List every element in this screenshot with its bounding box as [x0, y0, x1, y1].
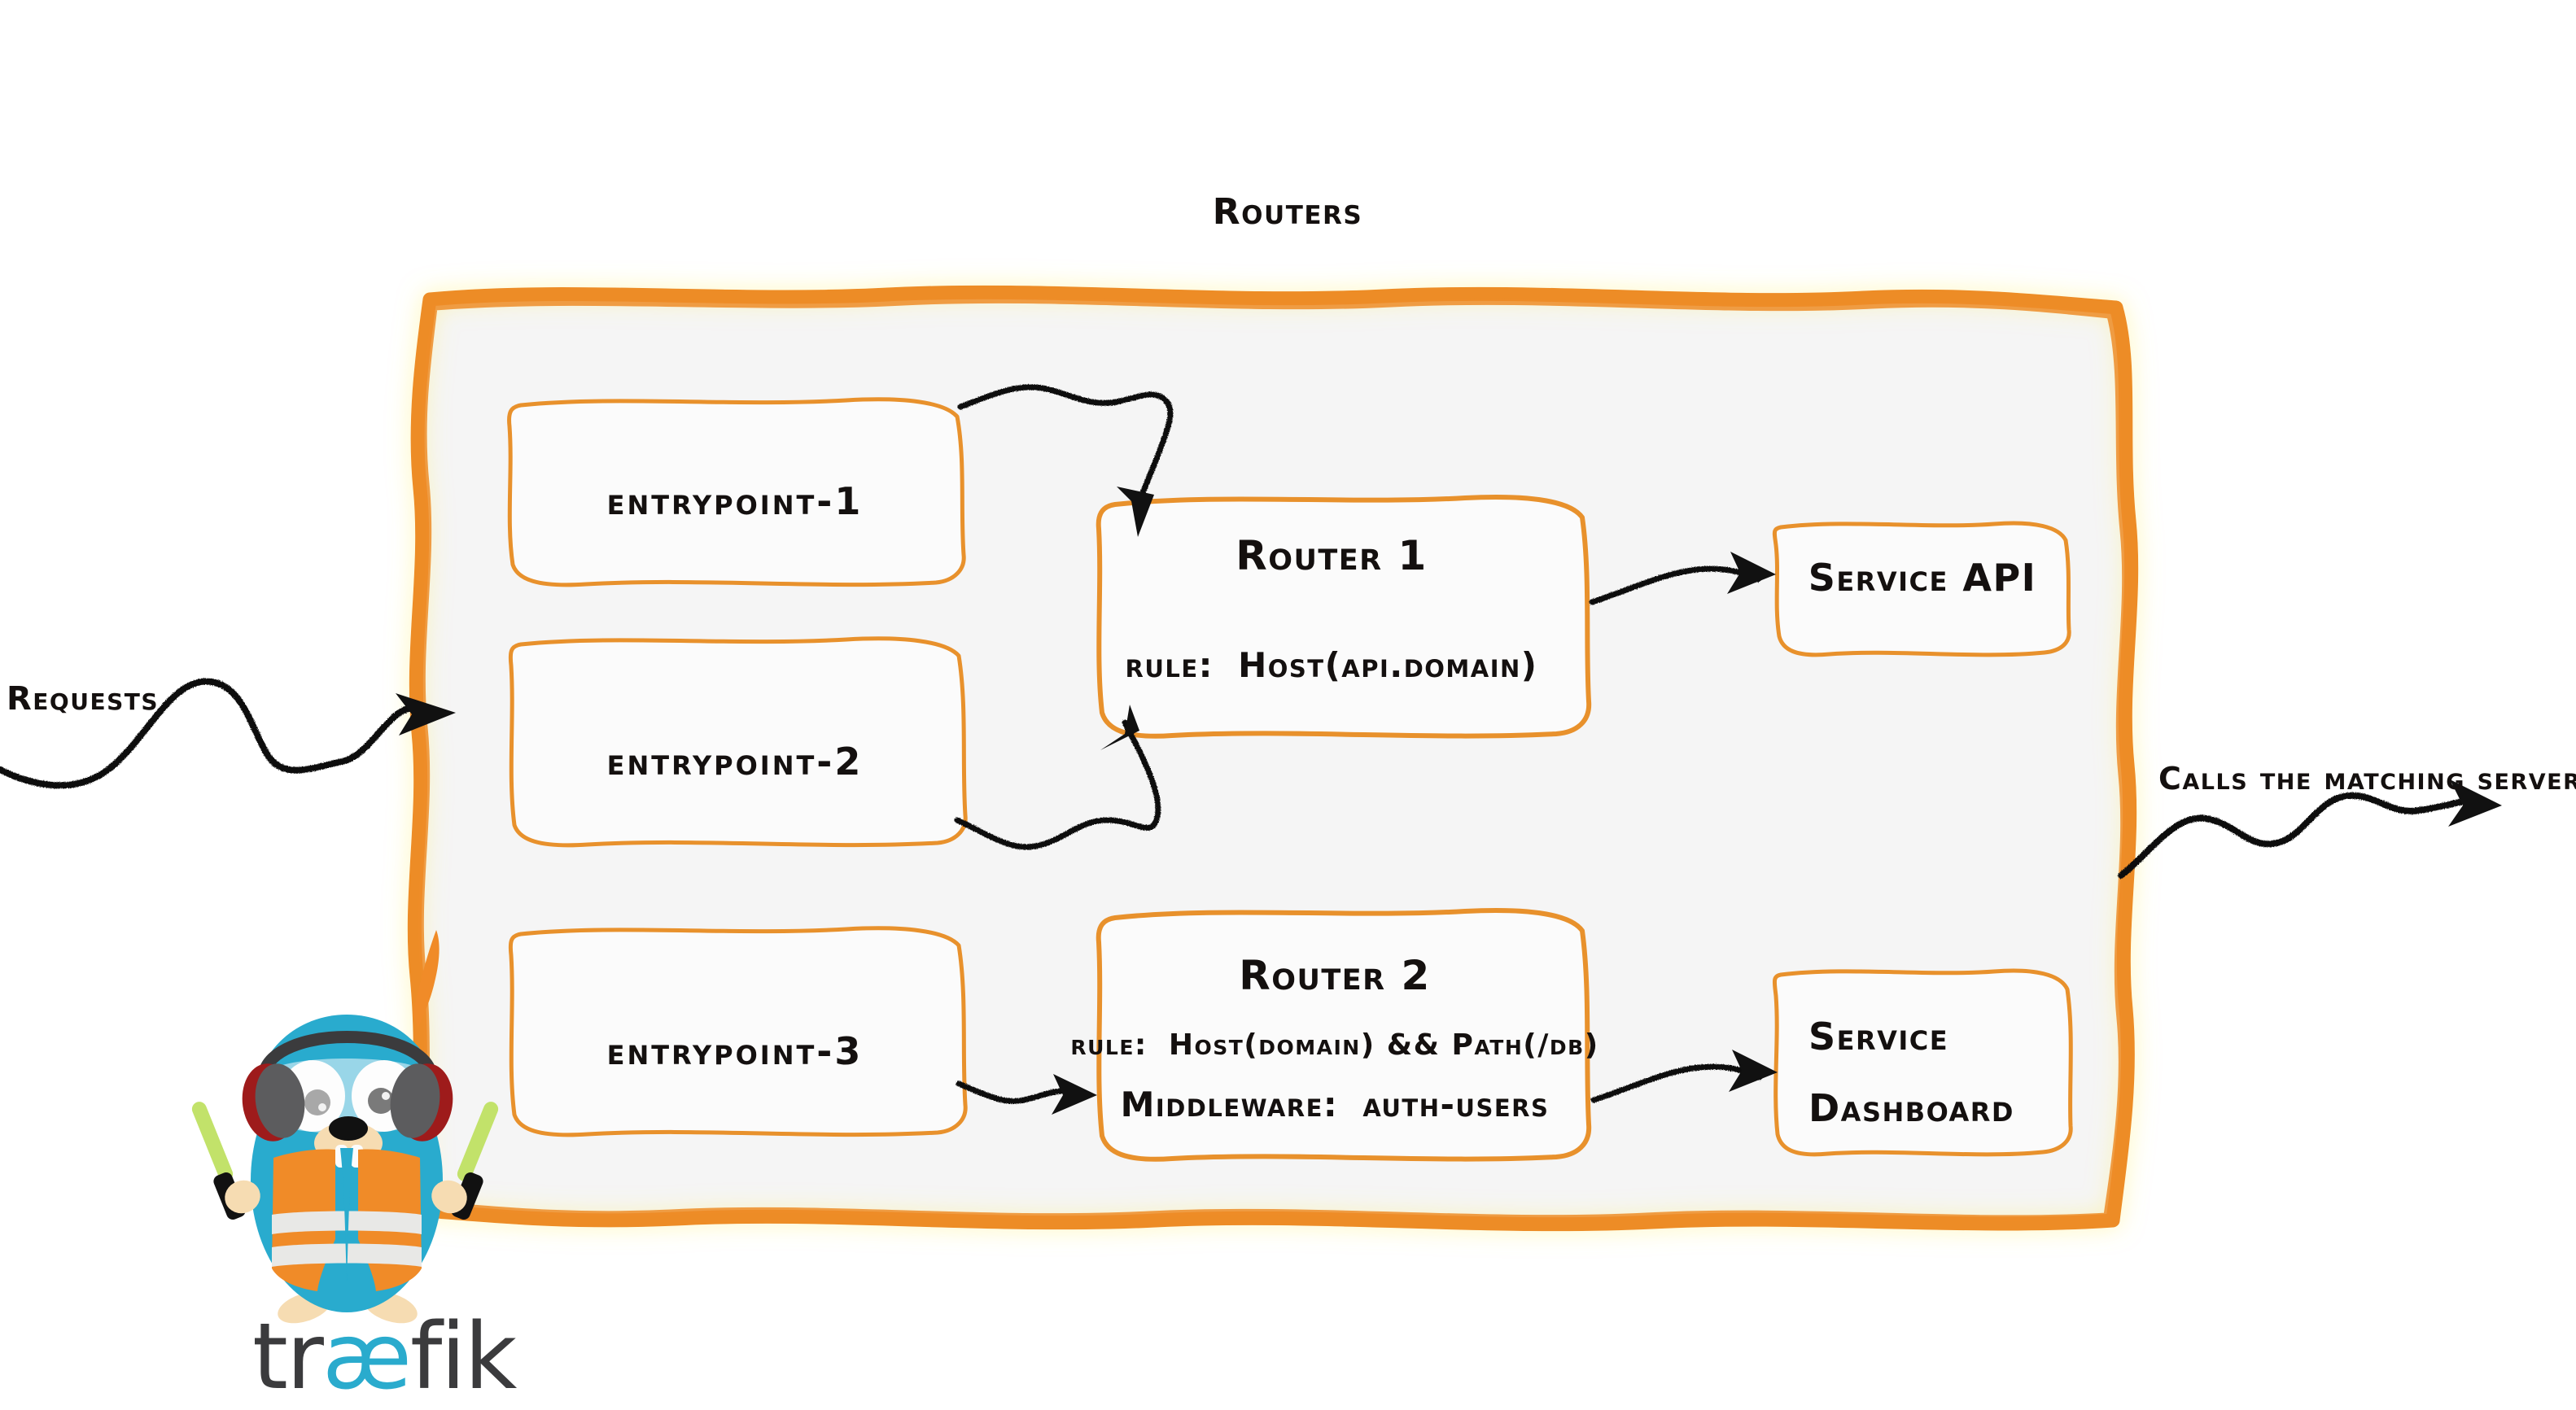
gopher-left-hand	[225, 1180, 260, 1214]
entrypoint-3-box[interactable]	[508, 926, 968, 1137]
routers-container-border	[407, 285, 2139, 1232]
arrowhead-ep1-router1	[1117, 487, 1154, 537]
gopher-left-pupil-glint	[318, 1103, 326, 1111]
arrow-ep1-router1	[957, 384, 1174, 504]
wordmark-post: fik	[409, 1304, 517, 1410]
gopher-left-earcup-icon	[242, 1063, 305, 1142]
arrow-calls-out	[2118, 792, 2478, 879]
diagram-text: Routers entrypoint-1 entrypoint-2 entryp…	[7, 191, 2576, 1130]
router-2-box[interactable]	[1096, 908, 1592, 1162]
arrowhead-ep2-router1	[1100, 705, 1139, 750]
arrowhead-ep3-router2	[1052, 1074, 1097, 1115]
calls-label: Calls the matching server	[2158, 761, 2576, 797]
gopher-headphone-band-icon	[257, 1031, 438, 1081]
gopher-right-hand	[431, 1180, 467, 1214]
wordmark-pre: tr	[252, 1304, 324, 1410]
gopher-left-pupil	[304, 1089, 330, 1115]
router-2-middleware: Middleware: auth-users	[1121, 1085, 1550, 1124]
arrowhead-router2-dash	[1729, 1050, 1778, 1092]
requests-label: Requests	[7, 680, 159, 718]
router-1-box[interactable]	[1096, 495, 1592, 739]
arrows	[0, 384, 2478, 1104]
gopher-right-earcup-icon	[390, 1063, 453, 1142]
router-2-rule-value: Host(domain) && Path(/db)	[1169, 1028, 1599, 1062]
entrypoint-2-label: entrypoint-2	[607, 740, 864, 784]
router-2-rule-prefix: rule:	[1070, 1028, 1147, 1062]
arrow-requests-in	[0, 678, 420, 789]
gopher-right-pupil-glint	[382, 1092, 390, 1100]
router-2-rule: rule: Host(domain) && Path(/db)	[1070, 1028, 1599, 1062]
service-api-box[interactable]	[1772, 521, 2071, 657]
router-1-rule-value: Host(api.domain)	[1238, 645, 1537, 685]
arrowhead-router1-api	[1727, 552, 1776, 594]
entrypoint-2-box[interactable]	[508, 636, 968, 848]
router-2-middleware-prefix: Middleware:	[1121, 1085, 1339, 1124]
service-api-label: Service API	[1808, 556, 2037, 600]
traefik-wordmark: træfik	[252, 1312, 517, 1403]
arrowhead-calls-out	[2448, 779, 2502, 827]
service-dashboard-label-line1: Service	[1808, 1015, 1948, 1059]
page-title: Routers	[1213, 191, 1362, 233]
arrowheads	[396, 487, 2502, 1115]
router-2-middleware-value: auth-users	[1362, 1085, 1549, 1124]
arrow-ep3-router2	[956, 1080, 1074, 1104]
entrypoint-1-label: entrypoint-1	[607, 479, 864, 523]
router-2-title: Router 2	[1239, 952, 1431, 999]
gopher-nose	[329, 1116, 368, 1141]
gopher-vest-gap	[340, 1148, 353, 1281]
entrypoint-1-box[interactable]	[507, 397, 966, 587]
gopher-right-pupil	[368, 1088, 394, 1114]
wordmark-ae-ligature: æ	[321, 1304, 412, 1410]
gopher-antenna-icon	[413, 930, 440, 1028]
arrowhead-requests	[396, 693, 456, 736]
service-dashboard-label-line2: Dashboard	[1808, 1086, 2014, 1130]
router-1-rule: rule: Host(api.domain)	[1126, 645, 1538, 685]
entrypoint-3-label: entrypoint-3	[607, 1029, 864, 1073]
arrow-ep2-router1	[954, 719, 1161, 850]
router-1-rule-prefix: rule:	[1126, 645, 1214, 685]
traefik-gopher-mascot	[191, 930, 499, 1324]
router-1-title: Router 1	[1236, 532, 1428, 579]
